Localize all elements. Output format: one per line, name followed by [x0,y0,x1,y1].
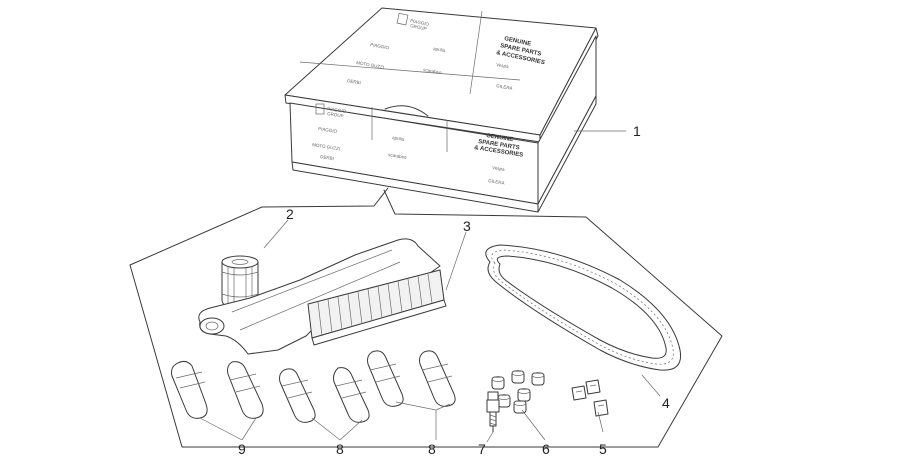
front-brand-6: DERBI [320,154,334,161]
brake-pad-9b [227,361,264,419]
kit-outline [129,187,723,448]
box-front-label-line1: GENUINE [486,133,514,143]
box-lid-group-line1: PIAGGIO [410,18,430,27]
brake-pad-9a [171,360,208,419]
spark-plug [486,391,500,433]
lid-brand-3: MOTO GUZZI [356,60,385,70]
brake-pads [171,350,456,423]
brake-pad-8c [367,350,404,407]
variator-sliders [571,379,609,417]
callout-5: 5 [599,441,607,457]
front-brand-1: aprilia [392,135,405,142]
callouts: 1 2 3 4 5 6 7 8 8 9 [238,123,670,457]
front-brand-5: GILERA [488,178,505,186]
drive-belt [485,244,682,371]
callout-2: 2 [286,206,294,222]
callout-4: 4 [662,395,670,411]
front-brand-2: Vespa [492,165,506,172]
box-lid-label-line1: GENUINE [504,36,532,48]
lid-brand-0: PIAGGIO [370,42,390,50]
front-brand-0: PIAGGIO [318,126,338,134]
callout-3: 3 [463,218,471,234]
callout-7: 7 [478,441,486,457]
oil-filter [221,255,259,309]
lid-brand-2: Vespa [496,62,510,69]
callout-8-right: 8 [428,441,436,457]
lid-brand-1: aprilia [433,46,446,53]
callout-1: 1 [633,123,641,139]
air-filter [198,238,447,355]
variator-rollers [491,370,545,414]
spare-parts-box: GENUINE SPARE PARTS & ACCESSORIES PIAGGI… [284,7,599,213]
lid-brand-5: GILERA [496,83,513,91]
front-brand-3: MOTO GUZZI [312,142,341,151]
callout-8-left: 8 [336,441,344,457]
brake-pad-8b [333,367,370,423]
callout-9: 9 [238,441,246,457]
brake-pad-8a [279,368,316,423]
box-lid-group-line2: GROUP [410,23,427,31]
front-brand-4: scarabeo [388,152,408,160]
box-front-group-line1: PIAGGIO [327,106,347,114]
leader-lines [199,130,661,443]
callout-6: 6 [542,441,550,457]
brake-pad-8d [419,350,456,407]
lid-brand-6: DERBI [347,78,361,85]
lid-brand-4: scarabeo [423,67,443,75]
box-front-group-line2: GROUP [327,111,344,119]
